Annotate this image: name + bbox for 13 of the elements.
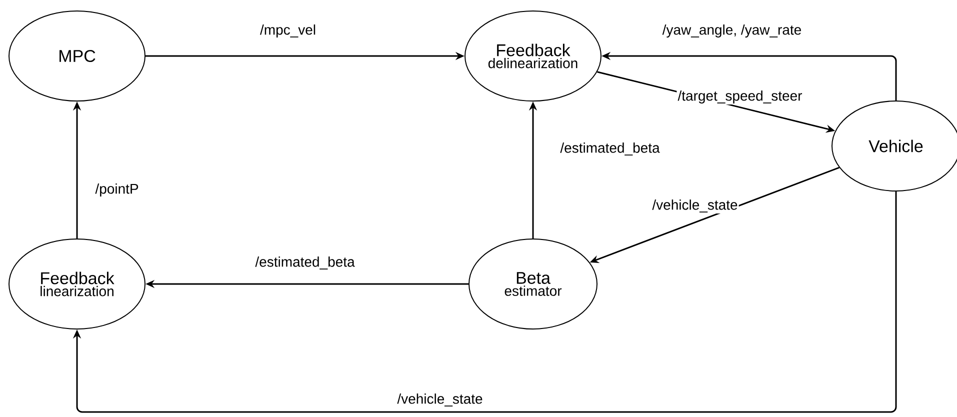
edge-label: /vehicle_state [651, 198, 739, 214]
edge-label: /vehicle_state [396, 392, 484, 408]
ellipse-node: Feedback linearization [8, 238, 146, 330]
ellipse-node: Beta estimator [468, 238, 598, 330]
edge-label: /estimated_beta [254, 256, 356, 270]
ellipse-node: Feedback delinearization [464, 10, 602, 102]
edge-label: /mpc_vel [259, 23, 318, 39]
edge-label: /pointP [94, 182, 140, 198]
edge-label: /yaw_angle, /yaw_rate [661, 23, 803, 39]
edge-label: /estimated_beta [559, 142, 661, 156]
edge-label: /target_speed_steer [676, 89, 804, 105]
ellipse-node: MPC [8, 10, 146, 102]
arrow [72, 192, 897, 413]
